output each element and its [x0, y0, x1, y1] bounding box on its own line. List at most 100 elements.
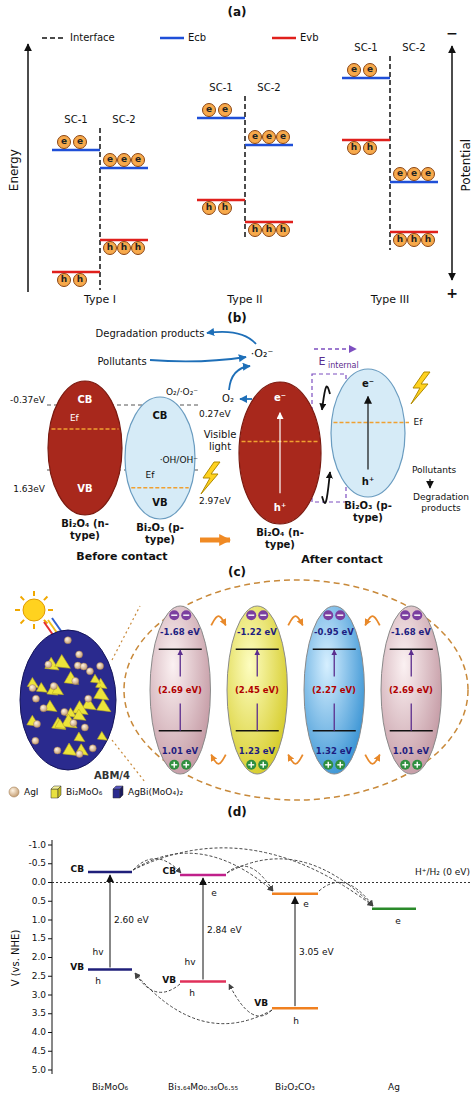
tick-label: -0.5	[28, 858, 46, 869]
panel-letter: (c)	[228, 565, 246, 579]
type-label: Type III	[371, 293, 410, 306]
species-label: ·O₂⁻	[251, 347, 273, 360]
flow-arrow	[240, 398, 252, 400]
electron-label: e	[395, 916, 401, 927]
hole: h	[393, 233, 407, 247]
semiconductor-label: SC-1	[209, 82, 232, 94]
sphere	[72, 677, 79, 684]
sheet	[55, 719, 66, 729]
transfer-arrow	[365, 755, 380, 764]
product-label: Degradation products	[96, 328, 205, 340]
sphere	[80, 663, 87, 670]
tick-label: 1.5	[32, 933, 46, 944]
sheet	[97, 731, 107, 740]
transfer-arrow	[365, 616, 380, 625]
type-label: Type II	[227, 293, 262, 306]
reference-label: H⁺/H₂ (0 eV)	[415, 867, 470, 878]
semiconductor-ellipse: CBEfVBBi₂O₄ (n-type)	[47, 380, 123, 516]
stage-label: After contact	[301, 553, 383, 566]
flow-arrow	[150, 357, 246, 361]
type-label: Type I	[84, 293, 116, 306]
band-label: CB	[163, 866, 176, 877]
redox-label: ·OH/OH⁻	[160, 455, 198, 466]
tick-label: 4.0	[32, 1027, 46, 1038]
semiconductor-label: SC-2	[112, 114, 135, 126]
hole: h	[248, 223, 262, 237]
ag-level	[372, 908, 416, 911]
cb-value: -0.95 eV	[314, 627, 354, 637]
electron: e	[363, 63, 377, 77]
tick-label: 2.5	[32, 971, 46, 982]
sun-ray	[33, 591, 35, 596]
transition-arrow	[200, 538, 230, 543]
hole-symbol	[169, 760, 179, 770]
particle	[20, 630, 116, 770]
transfer-arrow	[211, 616, 226, 625]
sheet	[94, 686, 109, 700]
pollutant-label: Pollutants	[412, 465, 456, 476]
field-label: internal	[328, 361, 359, 371]
electron: e	[393, 167, 407, 181]
cb-level	[197, 117, 245, 120]
legend-text: Interface	[70, 32, 115, 44]
panel-letter: (a)	[227, 5, 246, 19]
hole-label: h	[95, 976, 101, 987]
tick	[48, 1070, 52, 1071]
light-bolt	[201, 462, 220, 494]
shape-sample	[50, 784, 62, 800]
interface-line	[389, 56, 391, 250]
legend-item: Evb	[272, 30, 319, 46]
sheet	[73, 709, 86, 720]
pollutant-label: Pollutants	[97, 356, 146, 368]
legend-item: Bi₂MoO₆	[50, 784, 102, 800]
sun-ray	[15, 609, 20, 611]
energy-value: -0.37eV	[10, 395, 45, 406]
line-sample	[272, 30, 296, 46]
hole-symbol	[258, 760, 268, 770]
vb-value: 1.01 eV	[162, 746, 198, 756]
material-name: Bi₂O₄ (n-type)	[49, 518, 121, 542]
electron: e	[73, 135, 87, 149]
sphere	[40, 705, 47, 712]
electron-label: e	[303, 899, 309, 910]
band-edge	[158, 648, 201, 650]
band-ellipse	[227, 606, 287, 774]
sphere	[29, 685, 36, 692]
field-label: E	[319, 355, 326, 368]
sphere	[54, 747, 61, 754]
photon-label: hv	[92, 947, 103, 958]
sheet	[55, 655, 71, 669]
redox-label: O₂/·O₂⁻	[166, 387, 198, 398]
excitation-arrow	[179, 650, 180, 676]
sheet	[74, 732, 85, 742]
vb-value: 1.32 eV	[316, 746, 352, 756]
band-ellipse: -1.68 eV(2.69 eV)1.01 eV	[380, 605, 442, 775]
tick	[48, 1051, 52, 1052]
cb-level	[100, 167, 148, 170]
electron-label: e⁻	[274, 392, 286, 404]
line-sample	[160, 30, 184, 46]
hole-symbol	[335, 760, 345, 770]
species-label: O₂	[222, 393, 234, 405]
material-label: Bi₂O₂CO₃	[275, 1082, 315, 1093]
excitation-arrow	[256, 650, 257, 676]
sun-ray	[48, 609, 53, 611]
tick-label: 4.5	[32, 1046, 46, 1057]
electron: e	[248, 130, 262, 144]
tick-label: 1.0	[32, 915, 46, 926]
electron-symbol	[412, 610, 422, 620]
electron: e	[103, 153, 117, 167]
cb-value: -1.22 eV	[237, 627, 277, 637]
hole: h	[262, 223, 276, 237]
band-ellipse	[304, 606, 364, 774]
tick	[48, 976, 52, 977]
electron-symbol	[335, 610, 345, 620]
sphere	[85, 695, 92, 702]
hole: h	[421, 233, 435, 247]
semiconductor-label: SC-2	[257, 82, 280, 94]
tick	[48, 957, 52, 958]
legend-text: Bi₂MoO₆	[66, 787, 102, 798]
excitation-arrow	[295, 897, 296, 1006]
cb-level	[342, 77, 390, 80]
hole-symbol	[181, 760, 191, 770]
